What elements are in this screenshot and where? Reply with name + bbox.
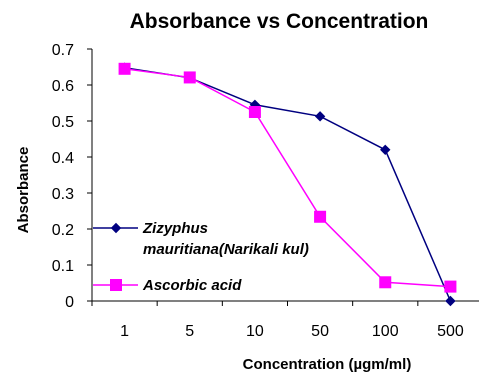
legend-item: Zizyphus mauritiana(Narikali kul) — [93, 220, 309, 258]
data-point-square — [183, 71, 196, 84]
x-tick-label: 100 — [372, 323, 399, 340]
data-point-diamond — [110, 222, 122, 234]
data-point-square — [314, 210, 327, 223]
series-line — [124, 68, 451, 288]
y-axis-label: Absorbance — [15, 147, 32, 234]
y-tick-label: 0.5 — [52, 114, 74, 131]
x-tick-label: 500 — [437, 323, 464, 340]
x-axis-label: Concentration (µgm/ml) — [243, 356, 412, 373]
data-point-square — [379, 276, 392, 289]
y-tick-label: 0.6 — [52, 78, 74, 95]
x-tick-label: 5 — [185, 323, 194, 340]
legend-label: Zizyphus — [142, 220, 208, 237]
data-point-diamond — [314, 111, 326, 122]
series-ascorbic-acid — [118, 62, 457, 293]
y-tick-label: 0.1 — [52, 258, 74, 275]
data-point-diamond — [380, 144, 391, 156]
legend-item: Ascorbic acid — [93, 277, 242, 294]
series-zizyphus — [119, 62, 456, 307]
x-tick-label: 1 — [120, 323, 129, 340]
data-point-square — [118, 62, 131, 75]
y-tick-label: 0.2 — [52, 222, 74, 239]
data-point-diamond — [445, 295, 456, 307]
chart-title: Absorbance vs Concentration — [130, 10, 429, 33]
y-tick-label: 0 — [65, 294, 74, 311]
data-point-square — [110, 279, 122, 291]
y-tick-label: 0.7 — [52, 42, 74, 59]
legend-label: Ascorbic acid — [142, 277, 242, 294]
series-line — [124, 66, 452, 302]
x-ticks: 1 5 10 50 100 500 — [91, 301, 464, 340]
data-point-square — [248, 106, 261, 118]
x-tick-label: 50 — [311, 323, 329, 340]
legend-label: mauritiana(Narikali kul) — [143, 241, 309, 258]
y-tick-label: 0.3 — [52, 186, 74, 203]
y-ticks: 0 0.1 0.2 0.3 0.4 0.5 0.6 0.7 — [52, 42, 92, 311]
data-point-square — [444, 280, 457, 293]
axes — [91, 49, 479, 302]
y-tick-label: 0.4 — [52, 150, 74, 167]
series-layer — [118, 62, 457, 307]
x-tick-label: 10 — [246, 323, 264, 340]
legend: Zizyphus mauritiana(Narikali kul) Ascorbic… — [93, 220, 309, 294]
